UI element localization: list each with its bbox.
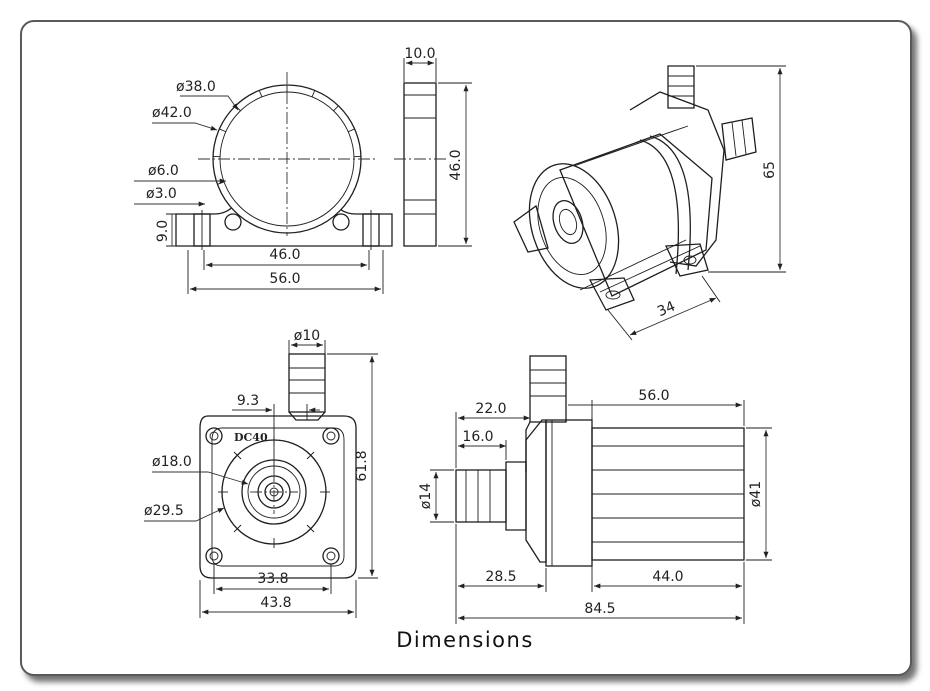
bottom-view: DC40 ø10 9.3 ø18.0 ø29.5 61.8 33.8 43.8 (144, 328, 378, 618)
profile-dim-28: 28.5 (485, 569, 516, 585)
profile-dim-22: 22.0 (475, 401, 506, 417)
side-height: 46.0 (448, 149, 464, 180)
outlet-offset: 9.3 (237, 393, 259, 409)
ring-notch (333, 105, 339, 112)
profile-dim-16: 16.0 (462, 429, 493, 445)
product-label: DC40 (234, 431, 268, 444)
ring-notch (311, 90, 316, 98)
iso-height: 65 (762, 161, 778, 179)
front-dia-38: ø38.0 (176, 79, 216, 95)
profile-dim-44: 44.0 (652, 569, 683, 585)
bottom-dia-29: ø29.5 (144, 503, 184, 519)
front-dia-6: ø6.0 (148, 163, 179, 179)
profile-view: 56.0 22.0 16.0 ø14 ø41 28.5 44.0 84.5 (418, 355, 772, 624)
outlet-diameter: ø10 (294, 328, 320, 344)
bottom-total-width: 43.8 (260, 595, 291, 611)
drawing-caption: Dimensions (396, 628, 534, 652)
profile-body-dia: ø41 (748, 481, 764, 507)
iso-view: 65 34 (513, 65, 786, 341)
bottom-total-height: 61.8 (354, 450, 370, 481)
profile-inlet-dia: ø14 (418, 483, 434, 509)
bottom-hole-spacing: 33.8 (257, 571, 288, 587)
front-base-height: 9.0 (155, 220, 171, 242)
side-view: 10.0 46.0 (394, 46, 472, 247)
iso-depth: 34 (655, 298, 678, 320)
bottom-dia-18: ø18.0 (152, 454, 192, 470)
front-total-width: 56.0 (269, 271, 300, 287)
front-dia-42: ø42.0 (152, 105, 192, 121)
ring-notch (219, 128, 226, 133)
profile-total-length: 84.5 (584, 601, 615, 617)
ring-notch (348, 128, 355, 133)
ring-notch (258, 90, 263, 98)
profile-body-length: 56.0 (638, 388, 669, 404)
front-hole-spacing: 46.0 (269, 247, 300, 263)
side-thickness: 10.0 (404, 46, 435, 62)
front-view: 46.0 56.0 9.0 ø38.0 ø42.0 ø6.0 ø3.0 (134, 72, 393, 294)
front-dia-3: ø3.0 (146, 186, 177, 202)
